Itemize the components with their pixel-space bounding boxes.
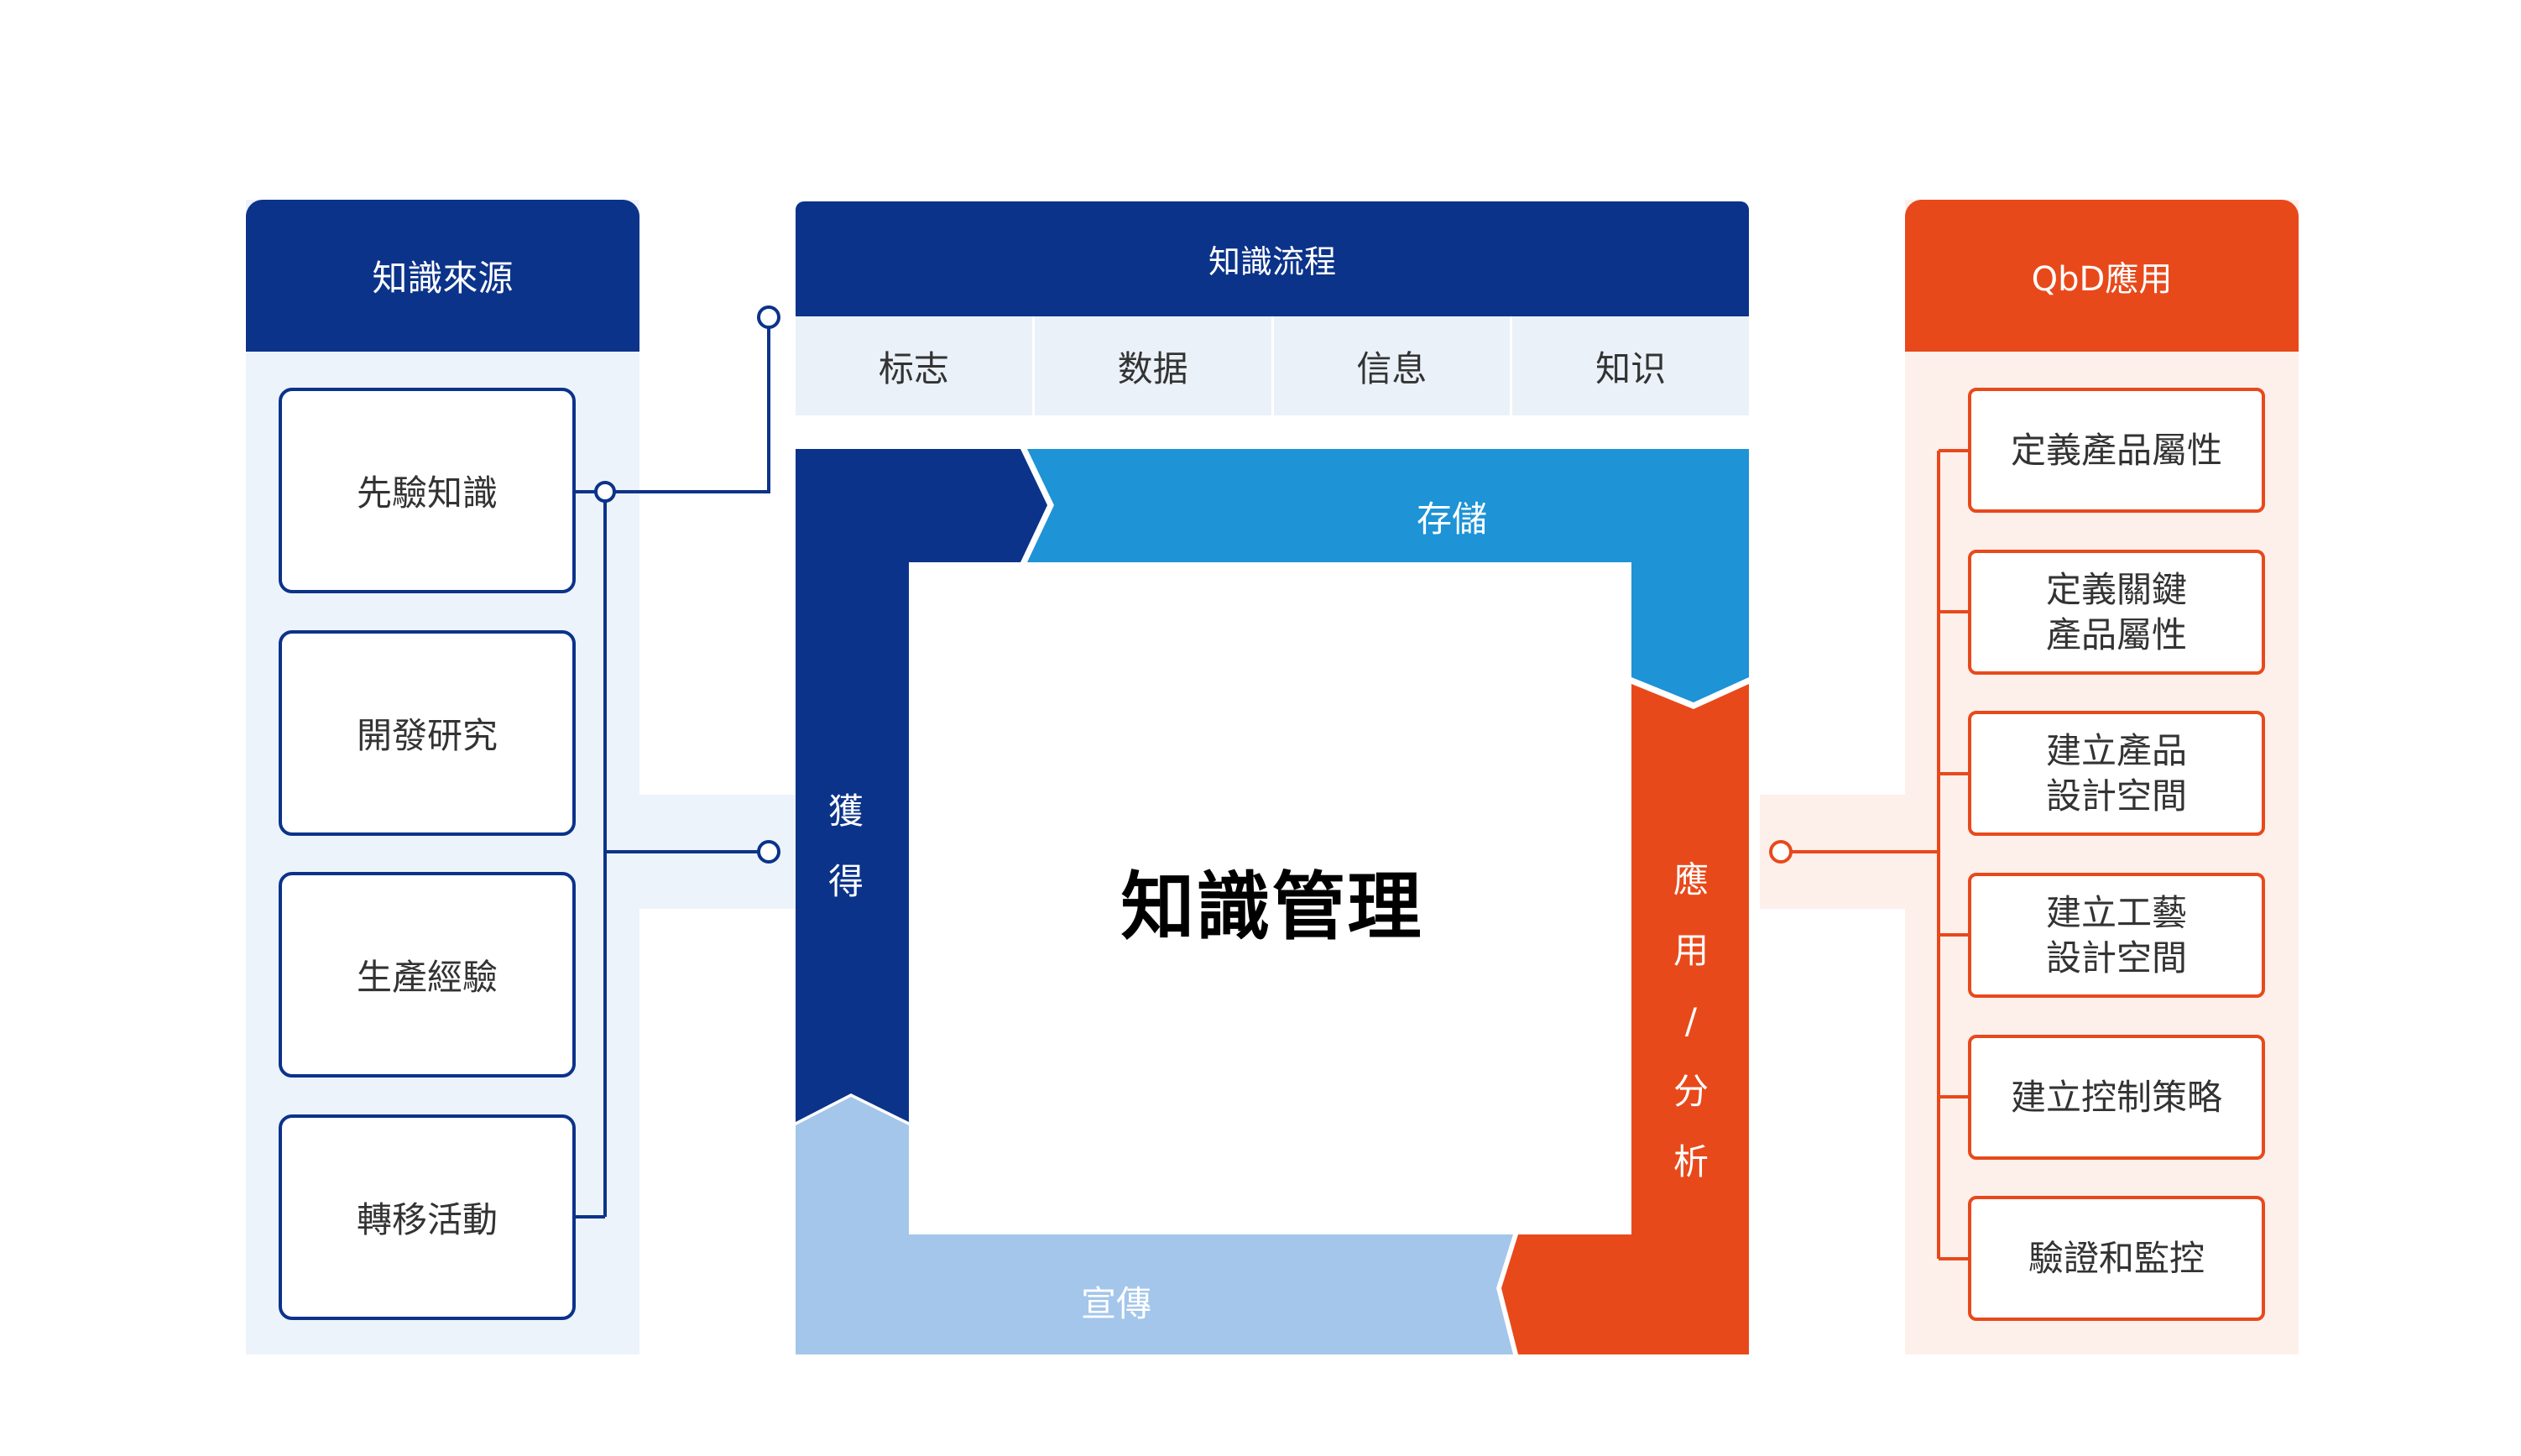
cycle-label-apply: 應 用 / 分 析 — [1673, 859, 1709, 1182]
app-item-process-design-space: 建立工藝 設計空間 — [1968, 873, 2265, 998]
app-item-define-critical-attributes: 定義關鍵 產品屬性 — [1968, 550, 2265, 675]
core-title: 知識管理 — [1120, 864, 1423, 950]
sources-title: 知識來源 — [246, 200, 639, 352]
right-connector-strip — [1760, 795, 1905, 909]
stage-knowledge: 知识 — [1510, 316, 1749, 415]
source-item-prior-knowledge: 先驗知識 — [279, 388, 576, 593]
app-item-product-design-space: 建立產品 設計空間 — [1968, 711, 2265, 836]
knowledge-cycle — [796, 449, 1749, 1354]
stage-data: 数据 — [1031, 316, 1271, 415]
cycle-segment-apply — [1501, 684, 1749, 1354]
cycle-segment-acquire — [796, 449, 1047, 1122]
app-item-define-product-attributes: 定義產品屬性 — [1968, 388, 2265, 513]
cycle-segment-share — [796, 1097, 1513, 1354]
cycle-segment-store — [1027, 449, 1749, 702]
source-item-production-experience: 生產經驗 — [279, 872, 576, 1078]
left-connector-strip — [639, 795, 796, 909]
process-node-dot — [757, 305, 780, 329]
cycle-label-acquire: 獲 得 — [827, 791, 864, 902]
application-title: QbD應用 — [1905, 200, 2299, 352]
app-item-verify-monitor: 驗證和監控 — [1968, 1196, 2265, 1321]
source-item-transfer-activities: 轉移活動 — [279, 1114, 576, 1320]
source-item-development-research: 開發研究 — [279, 630, 576, 836]
app-item-control-strategy: 建立控制策略 — [1968, 1035, 2265, 1160]
process-stages: 标志 数据 信息 知识 — [796, 316, 1749, 415]
cycle-label-share: 宣傳 — [1080, 1283, 1151, 1324]
stage-information: 信息 — [1271, 316, 1511, 415]
cycle-label-store: 存儲 — [1416, 498, 1487, 540]
stage-marker: 标志 — [796, 316, 1032, 415]
process-title: 知識流程 — [796, 201, 1749, 316]
